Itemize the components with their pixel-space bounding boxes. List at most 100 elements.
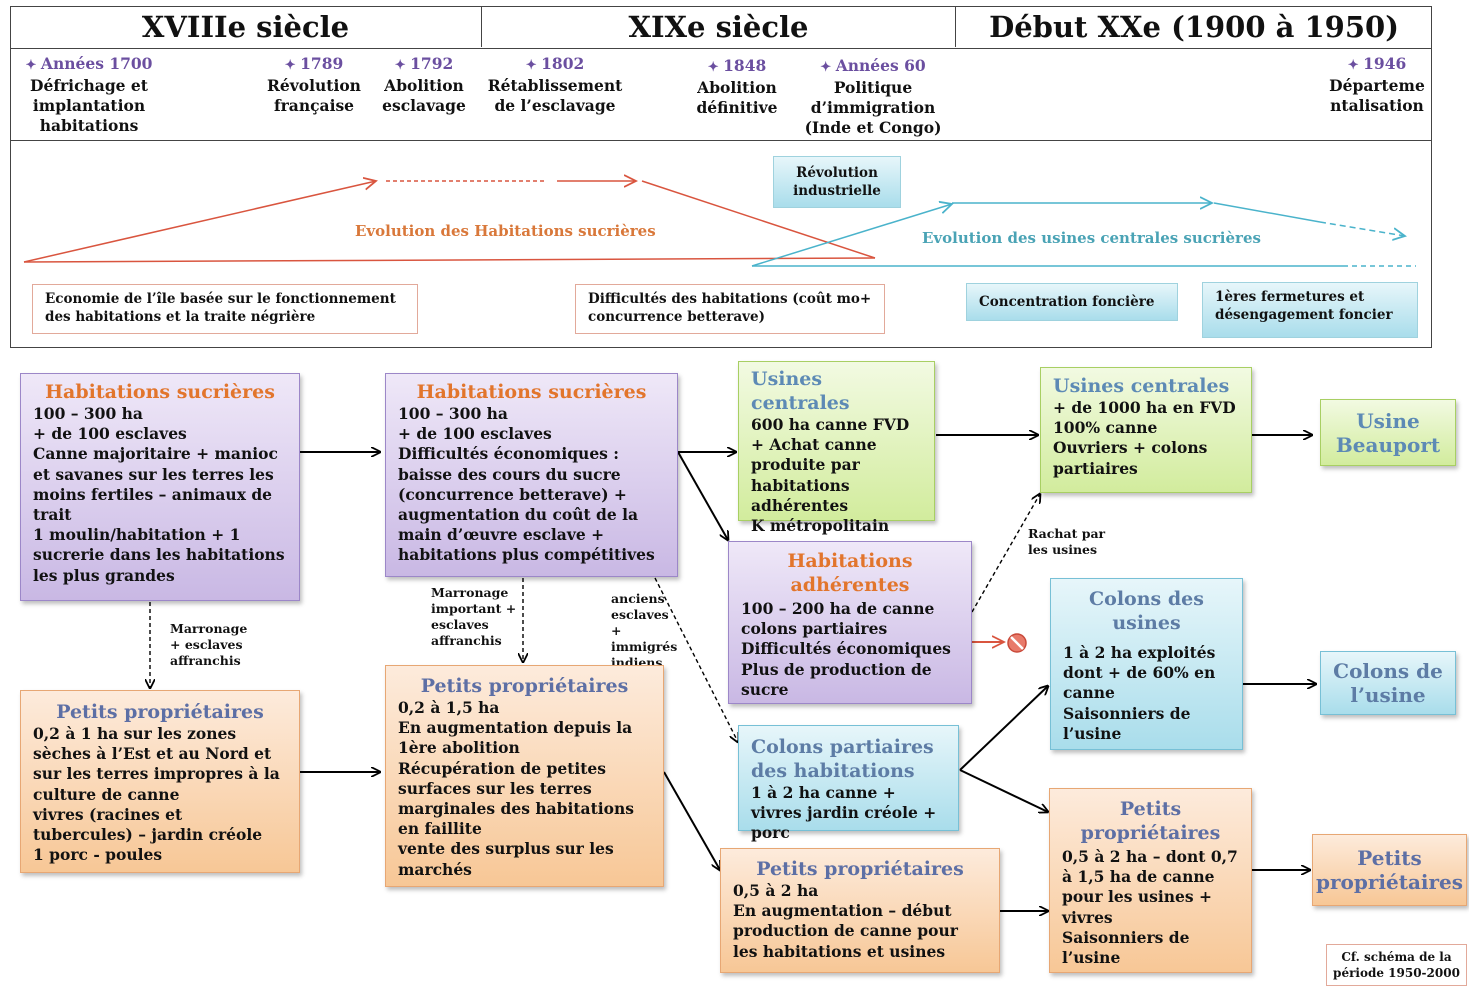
label-anciens-esclaves: anciens esclaves + immigrés indiens: [611, 591, 678, 670]
box-line: 600 ha canne FVD + Achat canne produite …: [751, 415, 910, 515]
event-text: Défrichage et implantation habitations: [30, 76, 148, 135]
box-petits-proprietaires-2: Petits propriétaires 0,2 à 1,5 ha En aug…: [385, 665, 664, 887]
timeline-frame: [10, 6, 1432, 348]
stop-icon: [1007, 633, 1027, 653]
event-year: 1802: [484, 54, 626, 76]
box-line: 1 à 2 ha canne + vivres jardin créole + …: [751, 783, 937, 843]
box-title: Petits propriétaires: [1316, 846, 1464, 894]
box-line: 1 à 2 ha exploités dont + de 60% en cann…: [1063, 643, 1216, 703]
arrow-hab2-colons-dashed: [654, 577, 738, 742]
box-colons-des-usines: Colons des usines 1 à 2 ha exploités don…: [1050, 578, 1243, 750]
box-habitations-sucrieres-1: Habitations sucrières 100 – 300 ha + de …: [20, 373, 300, 601]
box-line: Difficultés économiques : baisse des cou…: [398, 444, 655, 565]
event-1802: 1802 Rétablissement de l’esclavage: [484, 54, 626, 116]
event-year: 1789: [262, 54, 366, 76]
box-line: 100 – 300 ha: [398, 404, 508, 423]
century-18: XVIIIe siècle: [10, 7, 482, 47]
event-1792: 1792 Abolition esclavage: [378, 54, 470, 116]
box-line: Difficultés économiques: [741, 639, 951, 659]
box-title: Colons de l’usine: [1333, 659, 1443, 707]
box-line: Saisonniers de l’usine: [1062, 927, 1190, 968]
century-20: Début XXe (1900 à 1950): [989, 10, 1399, 44]
arrow-rachat-dashed: [971, 494, 1040, 613]
box-colons-de-l-usine: Colons de l’usine: [1320, 651, 1456, 715]
box-line: En augmentation – début production de ca…: [733, 901, 958, 961]
box-line: 0,5 à 2 ha – dont 0,7 à 1,5 ha de canne …: [1062, 847, 1238, 927]
event-text: Politique d’immigration (Inde et Congo): [804, 78, 942, 137]
note-concentration: Concentration foncière: [966, 283, 1178, 321]
label-marronage-1: Marronage + esclaves affranchis: [170, 621, 248, 668]
box-petits-proprietaires-3: Petits propriétaires 0,5 à 2 ha En augme…: [720, 848, 1000, 973]
box-line: Ouvriers + colons partiaires: [1053, 438, 1208, 478]
box-habitations-sucrieres-2: Habitations sucrières 100 – 300 ha + de …: [385, 373, 678, 577]
label-marronage-2: Marronage important + esclaves affranchi…: [431, 585, 517, 648]
box-line: K métropolitain: [751, 516, 890, 536]
box-line: vente des surplus sur les marchés: [398, 839, 614, 879]
box-usines-centrales-1: Usines centrales 600 ha canne FVD + Acha…: [738, 361, 935, 535]
arrow-colons-pp4: [959, 769, 1048, 812]
box-title: Petits propriétaires: [1080, 798, 1221, 844]
box-title: Colons des usines: [1089, 588, 1204, 634]
trend-usines-label: Evolution des usines centrales sucrières: [922, 229, 1261, 247]
box-line: 100 – 300 ha: [33, 404, 143, 423]
box-line: + de 100 esclaves: [398, 424, 552, 444]
arrow-pp2-pp3: [663, 771, 720, 870]
event-text: Départeme ntalisation: [1329, 76, 1425, 115]
box-line: colons partiaires: [741, 619, 888, 639]
box-title: Usines centrales: [751, 368, 850, 414]
box-habitations-adherentes: Habitations adhérentes 100 – 200 ha de c…: [728, 541, 972, 704]
trend-usines-line: [751, 203, 1416, 267]
century-header-row: [10, 6, 1432, 49]
box-line: 100 – 200 ha de canne: [741, 599, 935, 618]
box-petits-proprietaires-1: Petits propriétaires 0,2 à 1 ha sur les …: [20, 690, 300, 873]
box-title: Colons partiaires des habitations: [751, 736, 934, 782]
trend-habitations-label: Evolution des Habitations sucrières: [355, 222, 656, 240]
box-petits-proprietaires-4: Petits propriétaires 0,5 à 2 ha – dont 0…: [1049, 788, 1252, 973]
box-title: Usines centrales: [1053, 375, 1230, 397]
box-line: + de 100 esclaves: [33, 424, 187, 444]
box-title: Usine Beauport: [1335, 408, 1441, 457]
event-1700: Années 1700 Défrichage et implantation h…: [14, 54, 164, 136]
box-colons-partiaires: Colons partiaires des habitations 1 à 2 …: [738, 725, 959, 842]
note-economie: Economie de l’île basée sur le fonctionn…: [32, 284, 418, 334]
note-fermetures: 1ères fermetures et désengagement foncie…: [1202, 282, 1418, 338]
century-19: XIXe siècle: [482, 7, 956, 47]
box-line: 100% canne: [1053, 418, 1158, 438]
box-line: 1 porc - poules: [33, 845, 163, 865]
box-line: En augmentation depuis la 1ère abolition: [398, 718, 633, 758]
event-text: Abolition définitive: [696, 78, 778, 117]
box-petits-proprietaires-5: Petits propriétaires: [1312, 834, 1467, 906]
reference-note: Cf. schéma de la période 1950-2000: [1326, 944, 1467, 986]
event-annees-60: Années 60 Politique d’immigration (Inde …: [800, 56, 946, 138]
box-line: Plus de production de sucre: [741, 659, 932, 699]
event-1789: 1789 Révolution française: [262, 54, 366, 116]
box-usine-beauport: Usine Beauport: [1320, 399, 1456, 466]
label-rachat: Rachat par les usines: [1028, 526, 1106, 557]
box-line: 0,5 à 2 ha: [733, 881, 819, 900]
event-year: Années 1700: [14, 54, 164, 76]
box-line: 1 moulin/habitation + 1 sucrerie dans le…: [33, 525, 285, 585]
box-title: Habitations adhérentes: [787, 550, 913, 596]
event-text: Abolition esclavage: [382, 76, 466, 115]
box-line: Canne majoritaire + manioc et savanes su…: [33, 444, 278, 525]
note-difficultes: Difficultés des habitations (coût mo+ co…: [575, 284, 885, 334]
box-title: Habitations sucrières: [45, 381, 275, 403]
arrow-colons-colonsusines: [959, 686, 1048, 771]
event-1946: 1946 Départeme ntalisation: [1326, 54, 1428, 116]
box-line: Saisonniers de l’usine: [1063, 703, 1191, 743]
timeline-divider: [10, 140, 1432, 141]
box-title: Petits propriétaires: [756, 858, 964, 880]
event-year: 1848: [690, 56, 784, 78]
arrow-hab2-habadh: [677, 451, 728, 540]
trend-habitations-line: [23, 181, 876, 263]
box-line: Récupération de petites surfaces sur les…: [398, 758, 634, 839]
event-year: 1946: [1326, 54, 1428, 76]
box-line: 0,2 à 1,5 ha: [398, 698, 500, 717]
event-year: Années 60: [800, 56, 946, 78]
box-line: 0,2 à 1 ha sur les zones sèches à l’Est …: [33, 724, 280, 804]
event-year: 1792: [378, 54, 470, 76]
box-title: Habitations sucrières: [416, 381, 647, 403]
event-text: Révolution française: [267, 76, 361, 115]
event-1848: 1848 Abolition définitive: [690, 56, 784, 118]
